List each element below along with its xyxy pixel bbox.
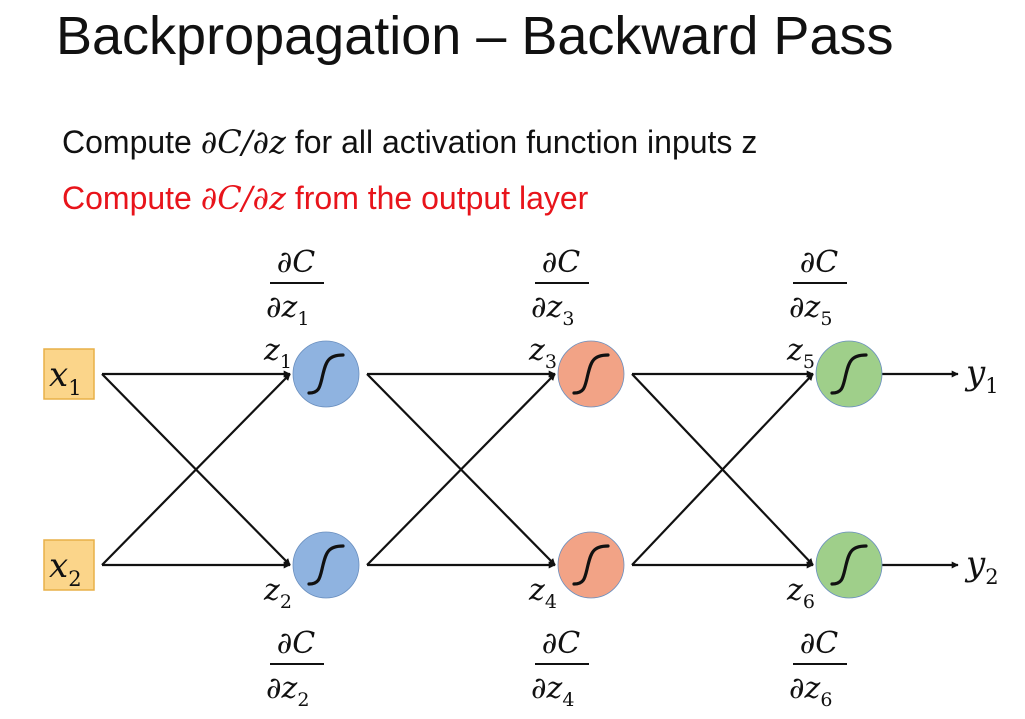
z-label-n2: z2 xyxy=(263,573,292,613)
neuron-n1 xyxy=(292,340,360,408)
neuron-n5 xyxy=(815,340,883,408)
z-label-n4: z4 xyxy=(528,573,557,613)
gradient-numerator: ∂C xyxy=(800,626,839,661)
sigmoid-icon xyxy=(572,353,610,395)
gradient-numerator: ∂C xyxy=(277,245,316,280)
sigmoid-icon xyxy=(307,353,345,395)
bullet-compute-from-output: Compute ∂C/∂z from the output layer xyxy=(62,178,588,218)
neuron-n4 xyxy=(557,531,625,599)
gradient-numerator: ∂C xyxy=(542,626,581,661)
sigmoid-icon xyxy=(307,544,345,586)
connection-arrow xyxy=(101,373,291,566)
connection-arrow xyxy=(366,373,556,566)
sigmoid-icon xyxy=(572,544,610,586)
bullet-text: for all activation function inputs z xyxy=(285,124,758,160)
slide-title: Backpropagation – Backward Pass xyxy=(56,6,894,66)
gradient-denominator: ∂z1 xyxy=(266,290,309,330)
gradient-denominator: ∂z3 xyxy=(531,290,574,330)
output-label-y2: y2 xyxy=(964,544,999,589)
gradient-numerator: ∂C xyxy=(277,626,316,661)
z-label-n3: z3 xyxy=(528,333,557,373)
connection-arrow xyxy=(631,373,814,566)
gradient-notation: ∂C/∂z xyxy=(200,123,286,161)
gradient-denominator: ∂z6 xyxy=(789,671,832,711)
z-label-n5: z5 xyxy=(786,333,815,373)
neuron-n6 xyxy=(815,531,883,599)
bullet-text: from the output layer xyxy=(285,180,589,216)
neuron-n3 xyxy=(557,340,625,408)
gradient-numerator: ∂C xyxy=(542,245,581,280)
gradient-notation: ∂C/∂z xyxy=(200,179,286,217)
input-label-x1: x1 xyxy=(49,355,82,400)
sigmoid-icon xyxy=(830,353,868,395)
input-box-x1 xyxy=(43,348,95,400)
neuron-n2 xyxy=(292,531,360,599)
input-box-x2 xyxy=(43,539,95,591)
z-label-n1: z1 xyxy=(263,333,292,373)
gradient-numerator: ∂C xyxy=(800,245,839,280)
bullet-text: Compute xyxy=(62,180,201,216)
sigmoid-icon xyxy=(830,544,868,586)
gradient-denominator: ∂z4 xyxy=(531,671,574,711)
bullet-text: Compute xyxy=(62,124,201,160)
gradient-denominator: ∂z5 xyxy=(789,290,832,330)
z-label-n6: z6 xyxy=(786,573,815,613)
output-label-y1: y1 xyxy=(964,353,999,398)
gradient-denominator: ∂z2 xyxy=(266,671,309,711)
input-label-x2: x2 xyxy=(49,546,82,591)
bullet-compute-all: Compute ∂C/∂z for all activation functio… xyxy=(62,122,757,162)
